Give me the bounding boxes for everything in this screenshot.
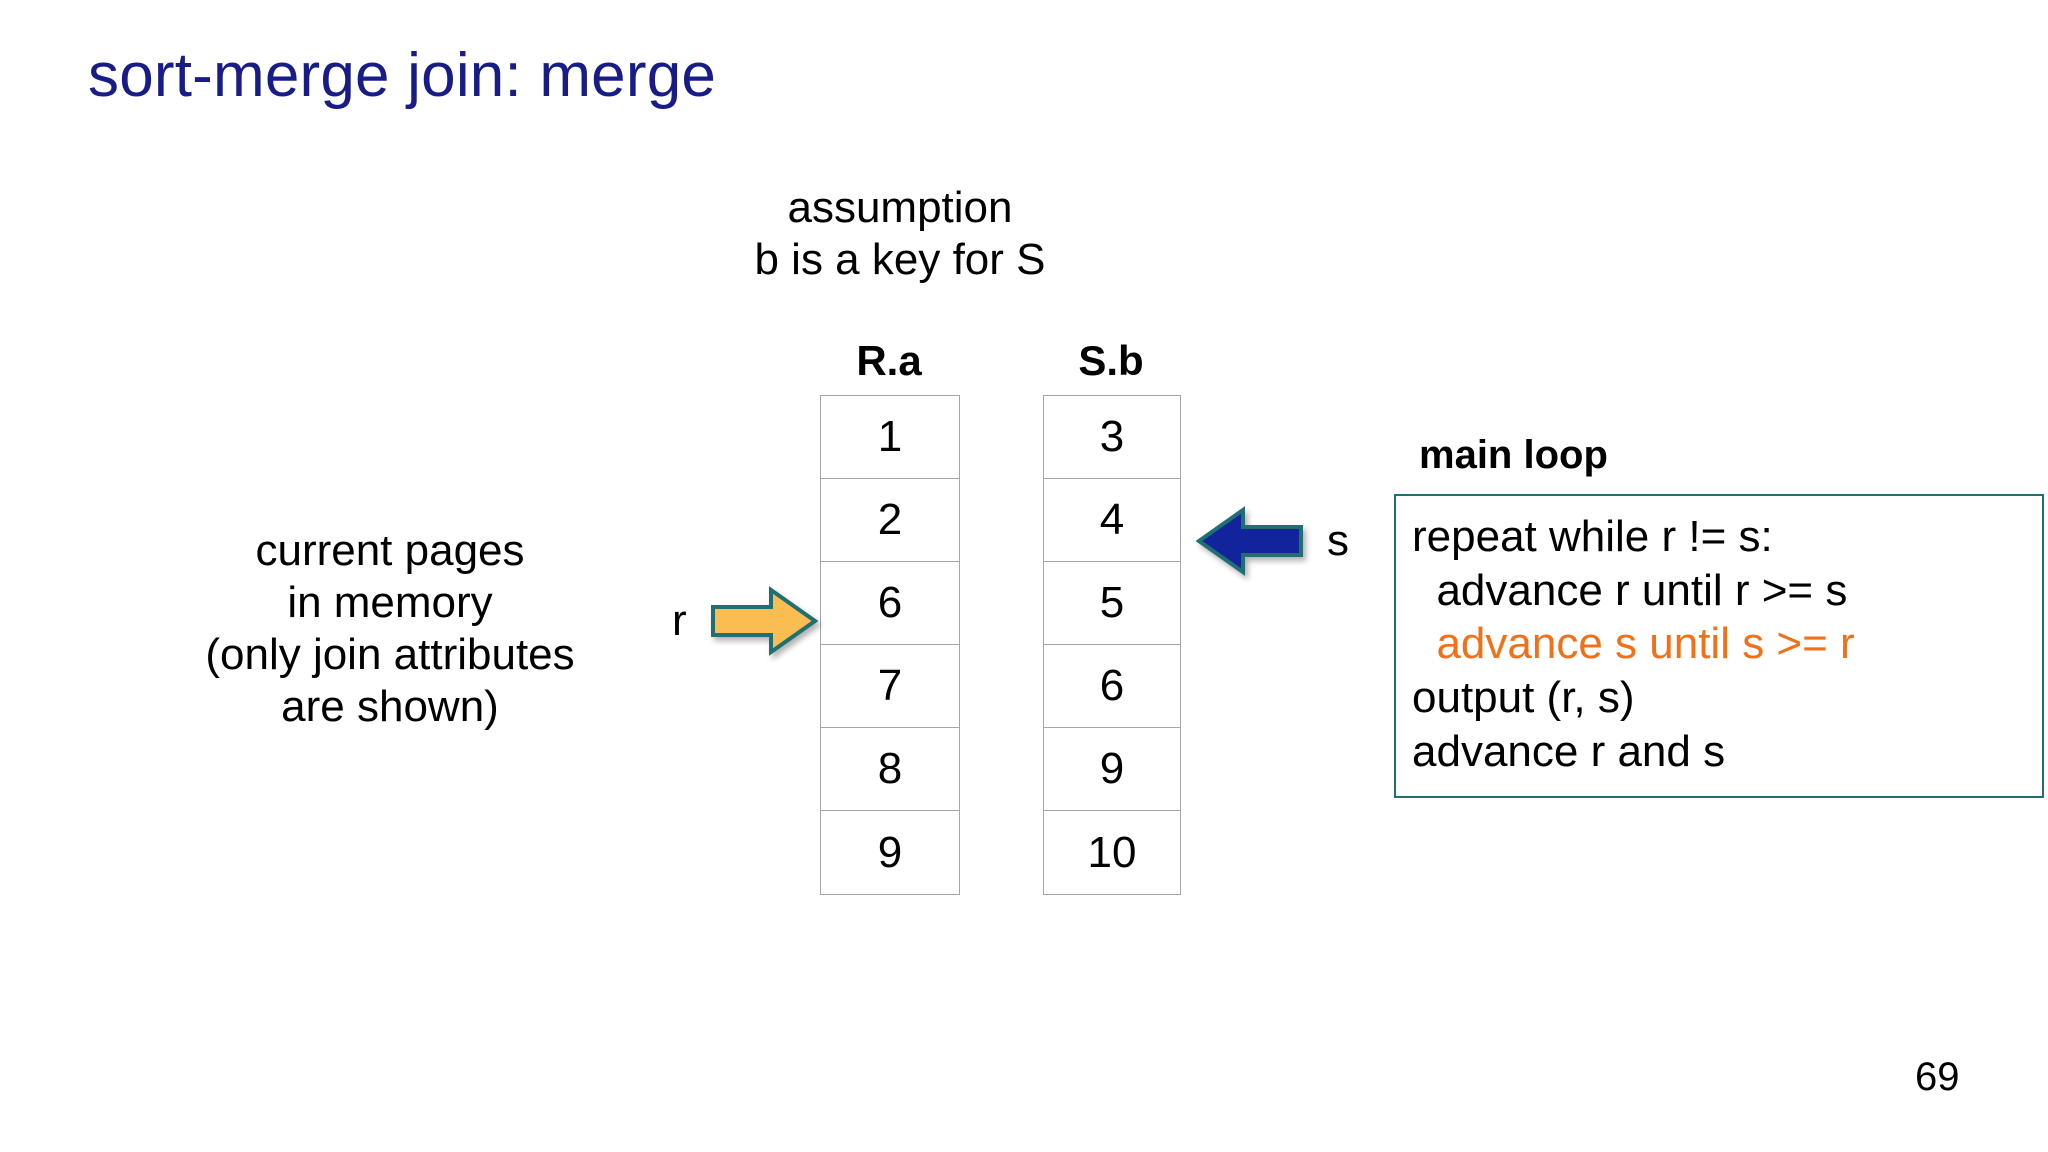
caption-line-3: (only join attributes (205, 629, 575, 679)
s-pointer: s (1195, 505, 1349, 577)
code-line: repeat while r != s: (1412, 512, 1773, 561)
caption-line-4: are shown) (281, 681, 499, 731)
table-row: 6 (1044, 645, 1180, 728)
relation-r-header: R.a (856, 337, 922, 384)
r-pointer: r (672, 585, 819, 657)
code-line: output (r, s) (1412, 673, 1635, 723)
arrow-left-icon (1195, 506, 1303, 576)
page-number: 69 (1915, 1055, 1960, 1099)
relation-s-column: S.b 3 4 5 6 9 10 (1043, 337, 1181, 895)
table-row: 1 (821, 396, 959, 479)
relation-s-table: 3 4 5 6 9 10 (1043, 395, 1181, 895)
table-row: 7 (821, 645, 959, 728)
code-line-highlighted: advance s until s >= r (1412, 619, 1855, 669)
caption-line-2: in memory (287, 577, 493, 627)
table-row: 8 (821, 728, 959, 811)
code-line: advance r and s (1412, 726, 1726, 776)
table-row: 6 (821, 562, 959, 645)
table-row: 5 (1044, 562, 1180, 645)
main-loop-code-box: repeat while r != s: advance r until r >… (1394, 494, 2044, 799)
current-pages-caption: current pages in memory (only join attri… (70, 525, 710, 733)
assumption-line-2: b is a key for S (754, 234, 1046, 284)
page-title: sort-merge join: merge (88, 41, 717, 110)
relation-r-table: 1 2 6 7 8 9 (820, 395, 960, 895)
r-pointer-label: r (672, 596, 687, 645)
code-line: advance r until r >= s (1412, 565, 1848, 615)
main-loop-title: main loop (1419, 433, 1608, 477)
assumption-note: assumption b is a key for S (690, 182, 1110, 286)
relation-r-column: R.a 1 2 6 7 8 9 (820, 337, 960, 895)
relation-s-header: S.b (1078, 337, 1144, 384)
caption-line-1: current pages (255, 526, 525, 575)
table-row: 9 (877, 827, 903, 877)
assumption-line-1: assumption (787, 183, 1013, 232)
table-row: 10 (1087, 827, 1137, 877)
s-pointer-label: s (1327, 516, 1349, 565)
table-row: 4 (1044, 479, 1180, 562)
table-row: 2 (821, 479, 959, 562)
table-row: 9 (1044, 728, 1180, 811)
arrow-right-icon (710, 586, 819, 656)
table-row: 3 (1044, 396, 1180, 479)
